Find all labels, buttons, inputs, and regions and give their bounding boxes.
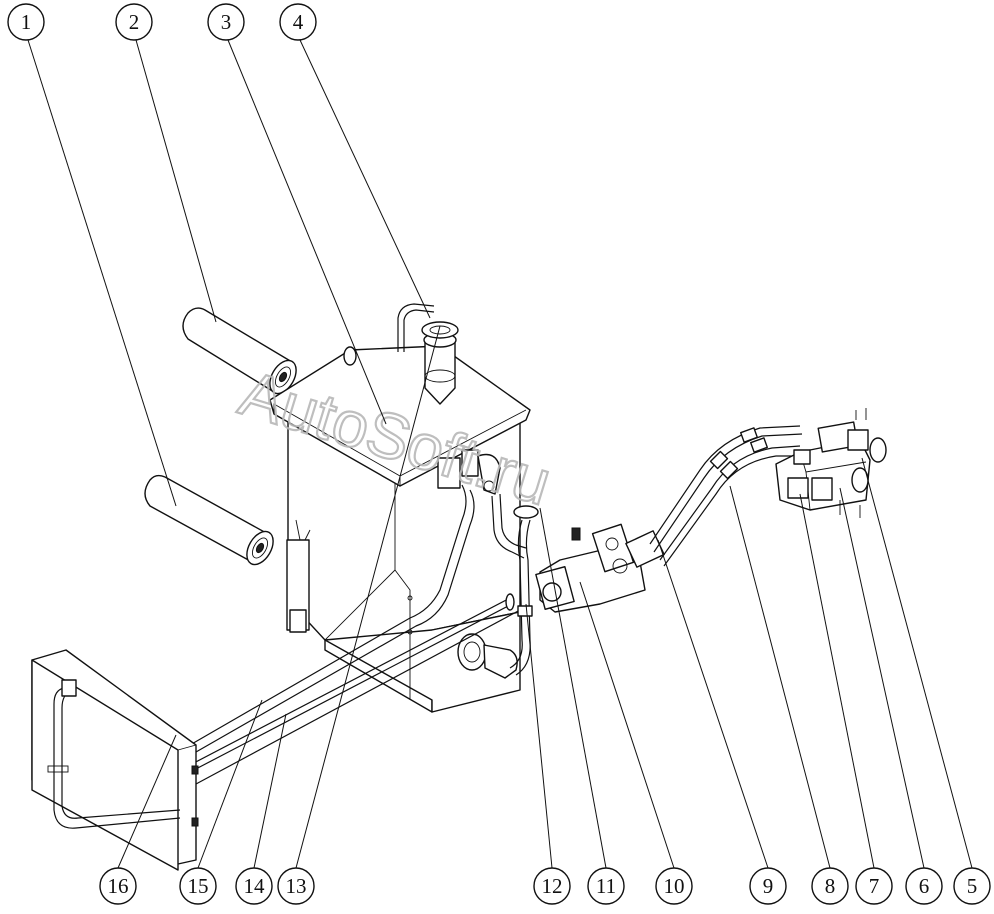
callout-label: 11 [596, 874, 616, 898]
leader-16 [117, 734, 177, 869]
callouts: 1 2 3 4 5 6 7 8 [7, 3, 991, 905]
filter-cylinder-upper [182, 307, 297, 395]
callout-label: 13 [286, 874, 307, 898]
control-valve-block [775, 408, 887, 518]
callout-label: 10 [664, 874, 685, 898]
oil-cooler [31, 649, 199, 871]
callout-9: 9 [749, 867, 787, 905]
callout-label: 4 [293, 10, 304, 34]
callout-label: 3 [221, 10, 232, 34]
leader-6 [839, 487, 925, 869]
callout-10: 10 [655, 867, 693, 905]
callout-3: 3 [207, 3, 245, 41]
leader-lines [27, 39, 973, 869]
callout-label: 15 [188, 874, 209, 898]
leader-9 [657, 539, 769, 869]
callout-16: 16 [99, 867, 137, 905]
hose-tank-to-cooler [189, 484, 475, 753]
callout-5: 5 [953, 867, 991, 905]
callout-label: 7 [869, 874, 880, 898]
leader-1 [27, 39, 177, 507]
leader-11 [539, 507, 607, 869]
hydraulic-pump [535, 523, 665, 613]
leader-5 [861, 457, 973, 869]
leader-10 [579, 581, 675, 869]
leader-13 [295, 325, 441, 869]
filter-cylinder-lower [144, 474, 274, 566]
callout-label: 6 [919, 874, 930, 898]
callout-12: 12 [533, 867, 571, 905]
leader-2 [135, 39, 217, 323]
callout-4: 4 [279, 3, 317, 41]
callout-label: 8 [825, 874, 836, 898]
callout-2: 2 [115, 3, 153, 41]
leader-8 [729, 485, 831, 869]
leader-7 [799, 493, 875, 869]
callout-6: 6 [905, 867, 943, 905]
callout-11: 11 [587, 867, 625, 905]
callout-label: 5 [967, 874, 978, 898]
callout-label: 16 [108, 874, 129, 898]
callout-label: 1 [21, 10, 32, 34]
callout-14: 14 [235, 867, 273, 905]
leader-14 [253, 713, 287, 869]
callout-7: 7 [855, 867, 893, 905]
leader-15 [197, 699, 263, 869]
leader-4 [299, 39, 431, 319]
leader-12 [525, 603, 553, 869]
callout-label: 2 [129, 10, 140, 34]
callout-label: 9 [763, 874, 774, 898]
hydraulic-tank [269, 303, 531, 713]
callout-1: 1 [7, 3, 45, 41]
callout-13: 13 [277, 867, 315, 905]
callout-8: 8 [811, 867, 849, 905]
callout-label: 14 [244, 874, 266, 898]
leader-3 [227, 39, 387, 425]
pressure-hoses [649, 425, 803, 567]
callout-label: 12 [542, 874, 563, 898]
callout-15: 15 [179, 867, 217, 905]
return-line [491, 493, 539, 676]
